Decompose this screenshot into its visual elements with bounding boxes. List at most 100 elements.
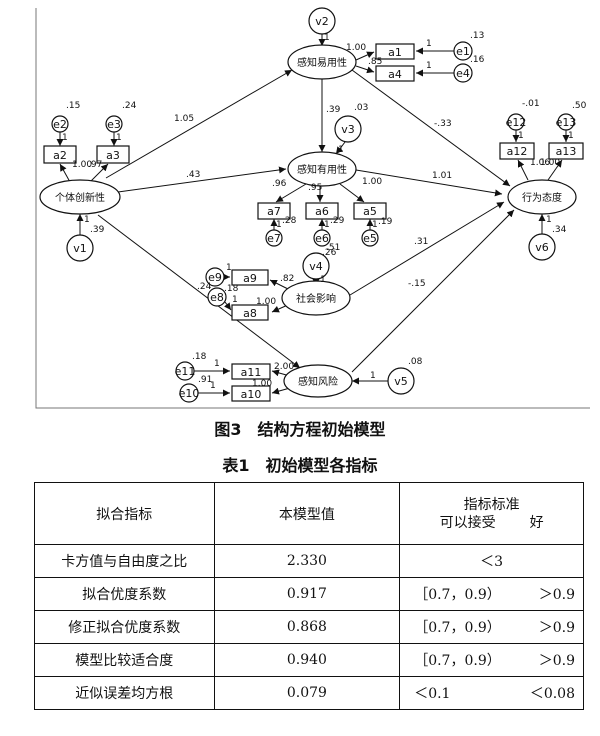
error-circle-e9 bbox=[205, 267, 225, 287]
est-e5-var: .19 bbox=[378, 217, 393, 227]
est-e6-var: .29 bbox=[330, 216, 345, 226]
error-circle-e4 bbox=[453, 63, 473, 83]
row-standard: ［0.7，0.9）＞0.9 bbox=[399, 577, 584, 611]
est-v3-var: .03 bbox=[354, 103, 368, 113]
row-accept: ＜3 bbox=[480, 554, 504, 570]
latent-innov bbox=[39, 179, 121, 215]
indicator-box-a4 bbox=[375, 65, 415, 82]
est-e4-a4: 1 bbox=[426, 61, 432, 71]
error-circle-e6 bbox=[313, 229, 331, 247]
path-innov-useful bbox=[117, 166, 287, 193]
path-risk-att bbox=[351, 209, 515, 373]
indicator-label-a12: a12 bbox=[507, 145, 528, 158]
error-circle-e13 bbox=[557, 113, 575, 131]
est-e9-a9: 1 bbox=[226, 263, 232, 273]
est-e9-var: .24 bbox=[197, 282, 212, 292]
table-row: 拟合优度系数 0.917 ［0.7，0.9）＞0.9 bbox=[34, 577, 584, 611]
est-e12-var: -.01 bbox=[522, 99, 540, 109]
indicator-box-a13 bbox=[548, 142, 584, 160]
est-e8-var: .18 bbox=[224, 284, 239, 294]
latent-label-risk: 感知风险 bbox=[298, 375, 338, 388]
error-circle-e10 bbox=[179, 383, 199, 403]
est-e8-a8: 1 bbox=[232, 295, 238, 305]
indicator-label-a10: a10 bbox=[241, 388, 262, 401]
indicator-box-a2 bbox=[43, 145, 77, 164]
row-standard: ［0.7，0.9）＞0.9 bbox=[399, 610, 584, 644]
indicator-box-a1 bbox=[375, 43, 415, 60]
est-v4-var: .26 bbox=[322, 248, 337, 258]
path-e8-a8 bbox=[224, 301, 232, 311]
table-row: 模型比较适合度 0.940 ［0.7，0.9）＞0.9 bbox=[34, 643, 584, 677]
sem-diagram: 感知易用性 感知有用性 个体创新性 社会影响 感知风险 行为态度 a1 a4 a… bbox=[35, 7, 590, 409]
error-circle-e8 bbox=[207, 287, 227, 307]
est-e7-a7: 1 bbox=[276, 220, 282, 230]
est-e1-a1: 1 bbox=[426, 39, 432, 49]
est-v3-useful: 1 bbox=[338, 145, 344, 155]
row-value: 0.917 bbox=[213, 577, 401, 611]
error-label-e1: e1 bbox=[456, 45, 470, 58]
disturbance-circle-v5 bbox=[387, 367, 415, 395]
path-risk-a10 bbox=[271, 387, 291, 395]
fit-index-table: 拟合指标 本模型值 指标标准 可以接受好 卡方值与自由度之比 2.330 ＜3 … bbox=[34, 482, 584, 710]
disturbance-circle-v6 bbox=[528, 233, 556, 261]
est-useful-att: 1.01 bbox=[432, 171, 452, 181]
indicator-label-a11: a11 bbox=[241, 366, 262, 379]
est-ease-a4: .85 bbox=[368, 57, 382, 67]
est-e7-var: .28 bbox=[282, 216, 297, 226]
est-e3-var: .24 bbox=[122, 101, 137, 111]
latent-label-ease: 感知易用性 bbox=[297, 56, 347, 69]
indicator-box-a7 bbox=[257, 202, 291, 220]
est-innov-ease: 1.05 bbox=[174, 114, 194, 124]
error-label-e10: e10 bbox=[179, 387, 200, 400]
path-innov-ease bbox=[105, 69, 293, 179]
row-name: 修正拟合优度系数 bbox=[34, 610, 215, 644]
indicator-label-a5: a5 bbox=[363, 205, 377, 218]
row-good: ＜0.08 bbox=[529, 686, 575, 702]
indicator-box-a8 bbox=[231, 304, 269, 321]
est-e13-a13: 1 bbox=[568, 131, 574, 141]
indicator-box-a6 bbox=[305, 202, 339, 220]
est-e2-var: .15 bbox=[66, 101, 80, 111]
path-ease-a1 bbox=[355, 51, 375, 61]
latent-risk bbox=[283, 364, 353, 398]
disturbance-label-v3: v3 bbox=[341, 123, 355, 136]
path-att-a12 bbox=[517, 159, 529, 181]
row-name: 卡方值与自由度之比 bbox=[34, 544, 215, 578]
indicator-label-a9: a9 bbox=[243, 272, 257, 285]
est-e1-var: .13 bbox=[470, 31, 484, 41]
est-v4-social: 1 bbox=[320, 275, 326, 285]
indicator-label-a8: a8 bbox=[243, 307, 257, 320]
latent-ease bbox=[287, 44, 357, 80]
header-fit-index: 拟合指标 bbox=[34, 482, 215, 545]
est-v1-innov: 1 bbox=[84, 215, 90, 225]
est-innov-a3: .97 bbox=[88, 160, 102, 170]
error-label-e11: e11 bbox=[175, 365, 196, 378]
table-row: 近似误差均方根 0.079 ＜0.1＜0.08 bbox=[34, 676, 584, 710]
disturbance-label-v2: v2 bbox=[315, 15, 329, 28]
error-label-e13: e13 bbox=[556, 116, 577, 129]
error-label-e4: e4 bbox=[456, 67, 470, 80]
est-ease-a1: 1.00 bbox=[346, 43, 366, 53]
est-v6-att: 1 bbox=[546, 215, 552, 225]
est-v5-risk: 1 bbox=[370, 371, 376, 381]
indicator-box-a9 bbox=[231, 269, 269, 286]
path-innov-a2 bbox=[59, 163, 71, 183]
indicator-label-a6: a6 bbox=[315, 205, 329, 218]
est-risk-a11: 2.00 bbox=[274, 362, 294, 372]
latent-useful bbox=[287, 151, 357, 187]
path-useful-a7 bbox=[275, 183, 307, 203]
header-standard-label: 指标标准 bbox=[463, 496, 520, 513]
disturbance-label-v6: v6 bbox=[535, 241, 549, 254]
disturbance-circle-v3 bbox=[334, 115, 362, 143]
path-ease-a4 bbox=[355, 65, 375, 74]
disturbance-label-v4: v4 bbox=[309, 260, 323, 273]
row-accept: ［0.7，0.9） bbox=[414, 587, 501, 603]
est-v2-ease: 1 bbox=[324, 33, 330, 43]
disturbance-label-v5: v5 bbox=[394, 375, 408, 388]
est-e2-a2: 1 bbox=[62, 133, 68, 143]
est-risk-a10: 1.00 bbox=[252, 379, 272, 389]
est-e5-a5: 1 bbox=[372, 220, 378, 230]
indicator-box-a12 bbox=[499, 142, 535, 160]
row-name: 模型比较适合度 bbox=[34, 643, 215, 677]
error-label-e6: e6 bbox=[315, 232, 329, 245]
